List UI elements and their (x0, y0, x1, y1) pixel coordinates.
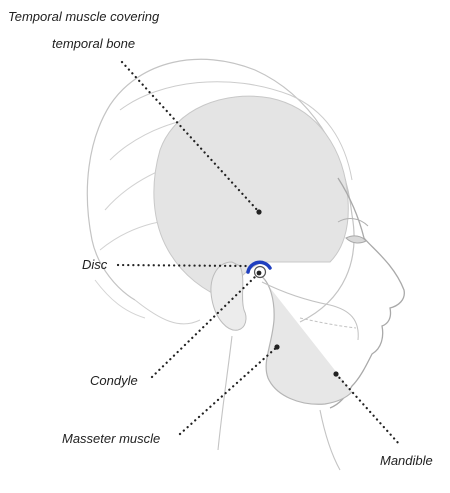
mandible-target (333, 371, 338, 376)
mandible-label: Mandible (380, 453, 433, 469)
disc-label: Disc (82, 257, 107, 273)
ear (211, 262, 246, 330)
condyle-target (257, 271, 262, 276)
eye (346, 236, 366, 243)
temporal-muscle-label-line2: temporal bone (52, 36, 135, 52)
masseter-muscle-label: Masseter muscle (62, 431, 160, 447)
hair-strand (95, 280, 145, 318)
temporal-target (256, 209, 261, 214)
hair-strand (135, 300, 200, 324)
skull (154, 96, 348, 300)
teeth (300, 318, 356, 328)
temporal-muscle-label-line1: Temporal muscle covering (8, 9, 159, 25)
masseter-target (274, 344, 279, 349)
mandible-leader (336, 374, 400, 445)
condyle-label: Condyle (90, 373, 138, 389)
mandible-bone (260, 275, 352, 404)
